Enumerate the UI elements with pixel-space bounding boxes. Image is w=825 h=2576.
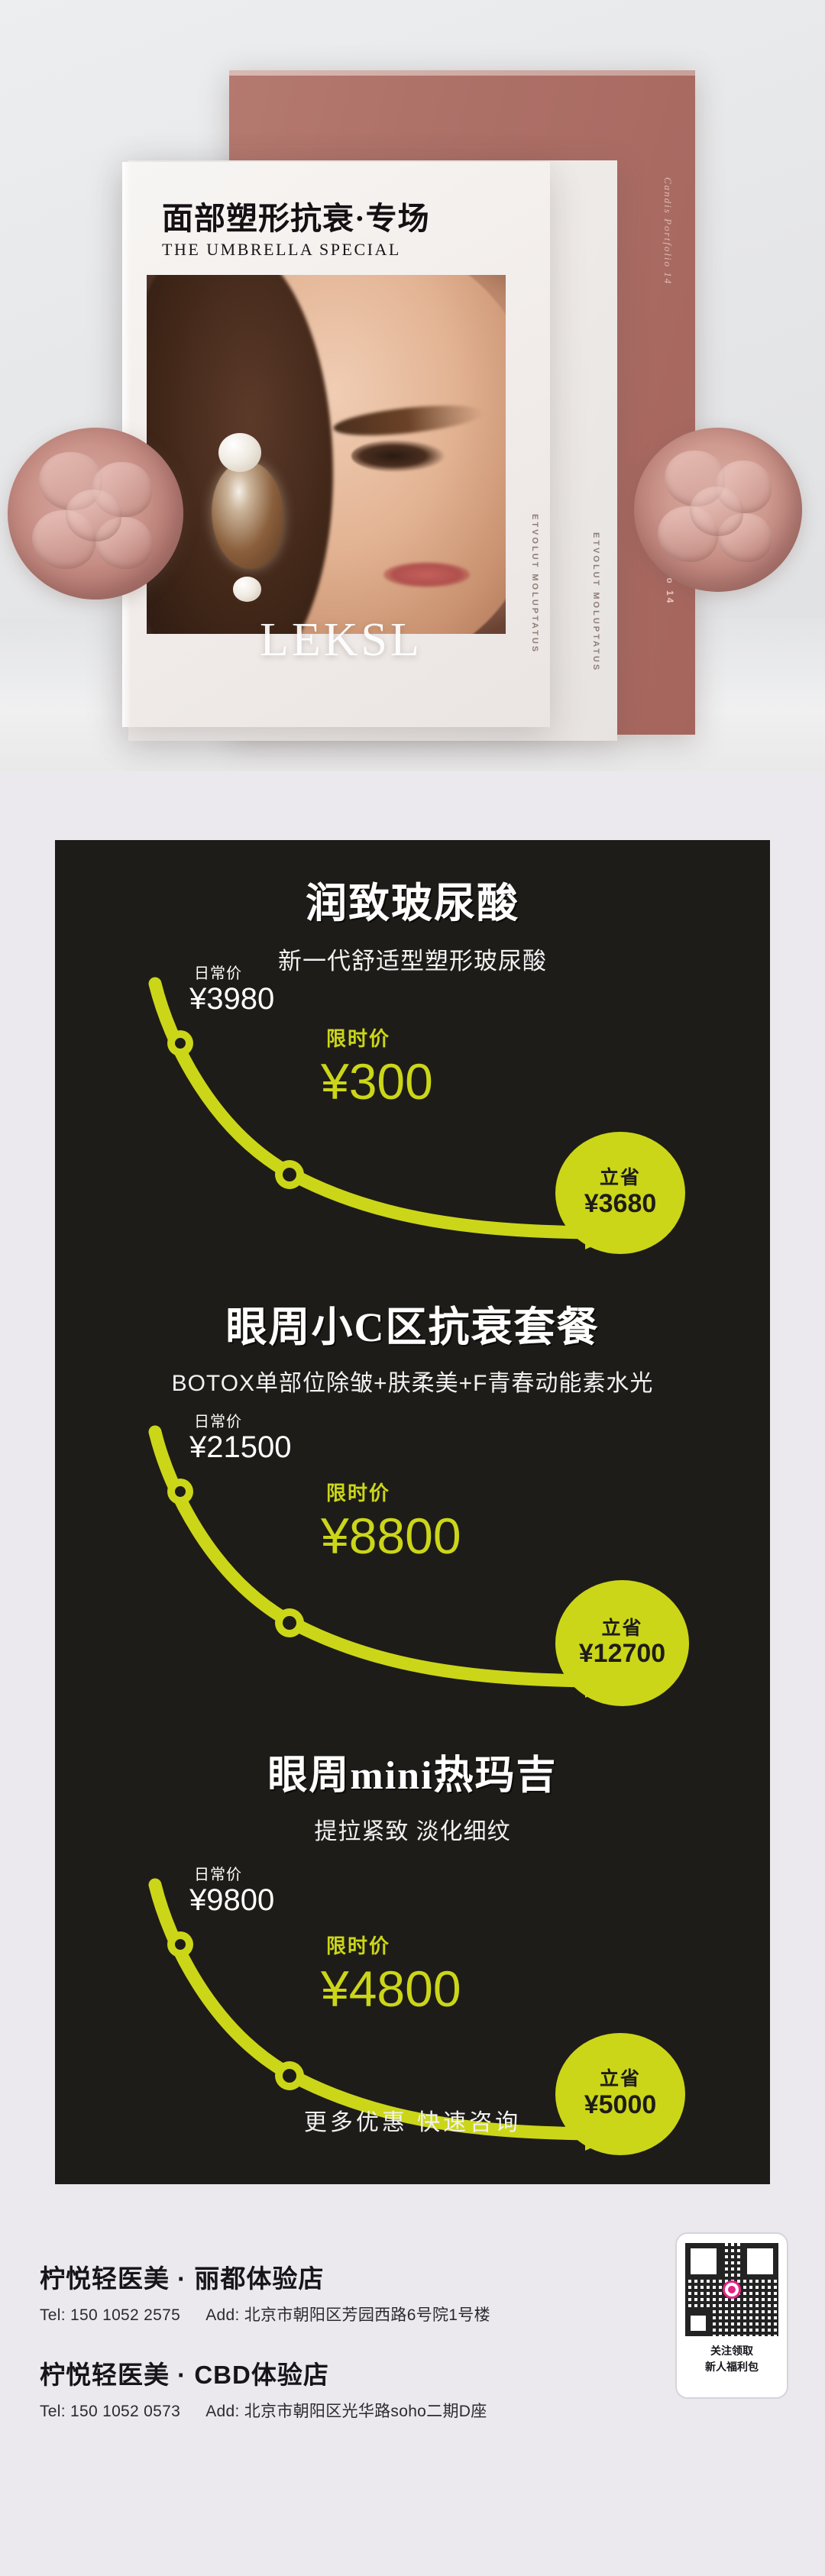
promo-1-daily-price: ¥3980: [189, 982, 275, 1016]
promo-2-savings-badge: 立省 ¥12700: [555, 1580, 689, 1706]
promo-2-price-chart: 日常价 ¥21500 限时价 ¥8800 立省 ¥12700: [55, 1414, 770, 1724]
portrait-pearl-small-shape: [232, 576, 262, 602]
qr-code-icon[interactable]: [685, 2243, 778, 2336]
promo-3-price-chart: 日常价 ¥9800 限时价 ¥4800 立省 ¥5000: [55, 1867, 770, 2177]
promo-3-savings-badge: 立省 ¥5000: [555, 2033, 685, 2155]
qr-caption: 关注领取 新人福利包: [705, 2343, 759, 2375]
promo-block-2: 眼周小C区抗衰套餐 BOTOX单部位除皱+肤柔美+F青春动能素水光 日常价 ¥2…: [55, 1279, 770, 1734]
cover-vertical-code: ETVOLUT MOLUPTATUS: [530, 513, 539, 654]
promo-2-badge-value: ¥12700: [578, 1639, 666, 1669]
promo-2-daily-caption: 日常价: [194, 1414, 242, 1430]
promo-3-promo-caption: 限时价: [326, 1934, 391, 1957]
promo-1-promo-price: ¥300: [321, 1053, 433, 1110]
promo-2-promo-caption: 限时价: [326, 1482, 391, 1505]
promo-3-daily-price: ¥9800: [189, 1883, 275, 1917]
store-info-1: 柠悦轻医美 · 丽都体验店 Tel: 150 1052 2575 Add: 北京…: [40, 2258, 490, 2326]
promo-1-title: 润致玻尿酸: [306, 881, 519, 926]
promo-footer-note: 更多优惠 快速咨询: [303, 2110, 522, 2135]
store-2-address: Add: 北京市朝阳区光华路soho二期D座: [205, 2403, 487, 2420]
cover-heading-group: 面部塑形抗衰·专场 THE UMBRELLA SPECIAL: [162, 201, 530, 260]
store-1-address: Add: 北京市朝阳区芳园西路6号院1号楼: [205, 2306, 490, 2324]
promo-1-subtitle: 新一代舒适型塑形玻尿酸: [278, 948, 547, 974]
promo-2-daily-price: ¥21500: [189, 1430, 292, 1464]
promo-2-promo-price: ¥8800: [321, 1508, 461, 1564]
store-2-name: 柠悦轻医美 · CBD体验店: [40, 2361, 329, 2389]
promo-1-daily-caption: 日常价: [194, 965, 242, 982]
cover-title-english: THE UMBRELLA SPECIAL: [162, 240, 401, 260]
promo-1-savings-badge: 立省 ¥3680: [555, 1132, 685, 1254]
promo-block-3: 眼周mini热玛吉 提拉紧致 淡化细纹 日常价 ¥9800 限时价 ¥4800 …: [55, 1735, 770, 2155]
cover-title-chinese: 面部塑形抗衰·专场: [162, 201, 430, 236]
promo-1-curve-svg: [148, 977, 623, 1249]
qr-finder-bottom-left: [685, 2310, 711, 2336]
promo-1-badge-caption: 立省: [599, 1167, 641, 1189]
promo-3-badge-caption: 立省: [599, 2068, 641, 2090]
qr-caption-line-2: 新人福利包: [705, 2361, 759, 2373]
back-card-script-label: Candis Portfolio 14: [662, 177, 674, 286]
portrait-lip-shape: [383, 562, 470, 587]
promo-block-1: 润致玻尿酸 新一代舒适型塑形玻尿酸 日常价 ¥3980 限时价 ¥300 立省: [55, 840, 770, 1275]
portrait-earring-shape: [211, 461, 283, 570]
portrait-pearl-shape: [218, 432, 262, 473]
qr-caption-line-1: 关注领取: [710, 2345, 753, 2357]
store-info-2: 柠悦轻医美 · CBD体验店 Tel: 150 1052 0573 Add: 北…: [40, 2355, 487, 2422]
promo-1-badge-value: ¥3680: [584, 1188, 657, 1218]
promo-3-subtitle: 提拉紧致 淡化细纹: [314, 1819, 511, 1844]
decorative-flower-left: [8, 428, 183, 600]
cover-portrait-photo: [147, 275, 506, 634]
contact-footer: 柠悦轻医美 · 丽都体验店 Tel: 150 1052 2575 Add: 北京…: [0, 2219, 825, 2576]
hero-magazine-mockup: Candis Portfolio 14 Candis Portfolio 14 …: [0, 0, 825, 771]
store-1-contact-line: Tel: 150 1052 2575 Add: 北京市朝阳区芳园西路6号院1号楼: [40, 2303, 490, 2326]
portrait-eye-shape: [351, 440, 445, 473]
store-1-tel[interactable]: Tel: 150 1052 2575: [40, 2306, 181, 2324]
promo-2-subtitle: BOTOX单部位除皱+肤柔美+F青春动能素水光: [171, 1371, 654, 1396]
promo-3-badge-value: ¥5000: [584, 2090, 657, 2119]
promotions-panel: 润致玻尿酸 新一代舒适型塑形玻尿酸 日常价 ¥3980 限时价 ¥300 立省: [55, 840, 770, 2184]
store-1-name: 柠悦轻医美 · 丽都体验店: [40, 2264, 325, 2293]
cover-brand-wordmark: LEKSL: [260, 614, 422, 666]
decorative-flower-right: [634, 428, 802, 592]
promo-3-daily-caption: 日常价: [194, 1867, 242, 1883]
promo-1-price-chart: 日常价 ¥3980 限时价 ¥300 立省 ¥3680: [55, 965, 770, 1275]
mid-card-vertical-code: ETVOLUT MOLUPTATUS: [591, 532, 600, 672]
promo-3-promo-price: ¥4800: [321, 1960, 461, 2017]
magazine-cover: 面部塑形抗衰·专场 THE UMBRELLA SPECIAL LEKSL ETV…: [122, 162, 550, 727]
qr-code-card[interactable]: 关注领取 新人福利包: [675, 2232, 788, 2399]
store-2-tel[interactable]: Tel: 150 1052 0573: [40, 2403, 181, 2420]
promo-1-promo-caption: 限时价: [326, 1027, 391, 1050]
promo-2-title: 眼周小C区抗衰套餐: [225, 1304, 600, 1350]
qr-center-logo-icon: [723, 2280, 741, 2299]
promo-3-title: 眼周mini热玛吉: [267, 1754, 558, 1798]
store-2-contact-line: Tel: 150 1052 0573 Add: 北京市朝阳区光华路soho二期D…: [40, 2399, 487, 2422]
promo-2-badge-caption: 立省: [601, 1617, 643, 1639]
